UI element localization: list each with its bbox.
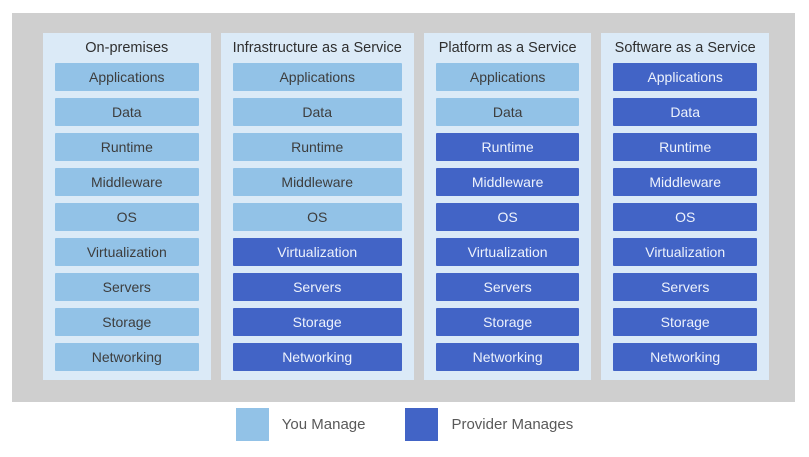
layer-box: Data [613,98,757,126]
layer-box: Applications [435,63,580,91]
layer-box: Storage [435,308,580,336]
layer-box: Virtualization [613,238,757,266]
layer-box: Networking [232,343,402,371]
layer-box: Servers [613,273,757,301]
layer-box: Runtime [232,133,402,161]
layer-box: Virtualization [55,238,199,266]
layer-box: OS [55,203,199,231]
column-paas: Platform as a Service Applications Data … [423,33,592,380]
layer-box: Middleware [232,168,402,196]
layer-box: Applications [55,63,199,91]
layer-box: Networking [55,343,199,371]
layer-box: Data [232,98,402,126]
layer-box: Applications [613,63,757,91]
layer-box: Middleware [435,168,580,196]
layer-box: Storage [55,308,199,336]
you-manage-swatch-icon [235,408,269,441]
provider-manages-swatch-icon [405,408,439,441]
layer-box: Runtime [55,133,199,161]
layer-box: Virtualization [435,238,580,266]
layer-box: Servers [435,273,580,301]
layer-box: Middleware [613,168,757,196]
column-title: Infrastructure as a Service [232,40,402,56]
layer-box: Data [435,98,580,126]
layer-box: Data [55,98,199,126]
legend: You Manage Provider Manages [0,408,809,441]
layer-box: Runtime [435,133,580,161]
layer-box: OS [435,203,580,231]
layer-box: Servers [55,273,199,301]
layer-box: Servers [232,273,402,301]
column-iaas: Infrastructure as a Service Applications… [220,33,414,380]
column-on-premises: On-premises Applications Data Runtime Mi… [43,33,211,380]
layer-box: Applications [232,63,402,91]
layer-box: OS [232,203,402,231]
layer-box: Storage [232,308,402,336]
legend-label: You Manage [281,416,366,433]
column-title: On-premises [85,40,169,56]
layer-box: Middleware [55,168,199,196]
layer-box: Networking [613,343,757,371]
layer-box: Virtualization [232,238,402,266]
legend-item-provider-manages: Provider Manages [405,408,573,441]
layer-box: Networking [435,343,580,371]
layer-box: Runtime [613,133,757,161]
layer-box: Storage [613,308,757,336]
legend-label: Provider Manages [451,416,574,433]
column-title: Platform as a Service [438,40,577,56]
column-title: Software as a Service [614,40,756,56]
layer-box: OS [613,203,757,231]
column-saas: Software as a Service Applications Data … [601,33,769,380]
legend-item-you-manage: You Manage [235,408,366,441]
service-models-panel: On-premises Applications Data Runtime Mi… [12,13,795,402]
